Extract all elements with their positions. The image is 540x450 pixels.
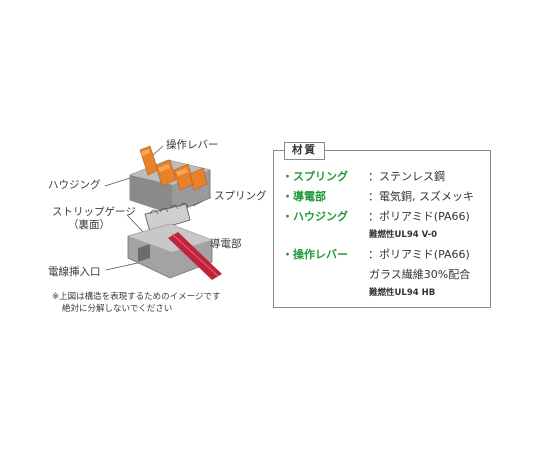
callout-strip-gauge-back: （裏面） [68,219,110,231]
material-row-lever: ・操作レバー ：ポリアミド(PA66) [282,249,470,260]
material-value: ：ポリアミド(PA66) [368,210,470,223]
callout-housing: ハウジング [48,179,101,191]
material-label: ・ハウジング [282,210,348,223]
material-value: ：ポリアミド(PA66) [368,248,470,261]
materials-box: 材質 ・スプリング ：ステンレス鋼 ・導電部 ：電気銅, スズメッキ ・ハウジング ：… [273,142,491,308]
material-row-conductor: ・導電部 ：電気銅, スズメッキ [282,191,474,202]
material-label: ・操作レバー [282,248,348,261]
note-line-1: ※上図は構造を表現するためのイメージです [52,292,221,302]
callout-strip-gauge: ストリップゲージ [52,206,136,218]
lever-glass-fiber: ガラス繊維30%配合 [369,268,471,281]
bottom-housing-shape [127,223,213,279]
material-row-spring: ・スプリング ：ステンレス鋼 [282,171,445,182]
materials-title: 材質 [284,142,325,160]
lever-flame-rating: 難燃性UL94 HB [369,288,436,298]
wire-shape [168,232,222,280]
housing-flame-rating: 難燃性UL94 V-0 [369,230,438,240]
material-label: ・スプリング [282,170,348,183]
operation-lever-shape [139,145,208,191]
material-label: ・導電部 [282,190,326,203]
note-line-2: 絶対に分解しないでください [62,304,173,314]
material-value: ：電気銅, スズメッキ [368,190,474,203]
callout-lever: 操作レバー [166,139,219,151]
material-value: ：ステンレス鋼 [368,170,445,183]
callout-wire-entry: 電線挿入口 [48,266,101,278]
callout-spring: スプリング [214,190,267,202]
spring-conductor-shape [144,202,191,233]
material-row-housing: ・ハウジング ：ポリアミド(PA66) [282,211,470,222]
callout-conductor: 導電部 [210,238,242,250]
